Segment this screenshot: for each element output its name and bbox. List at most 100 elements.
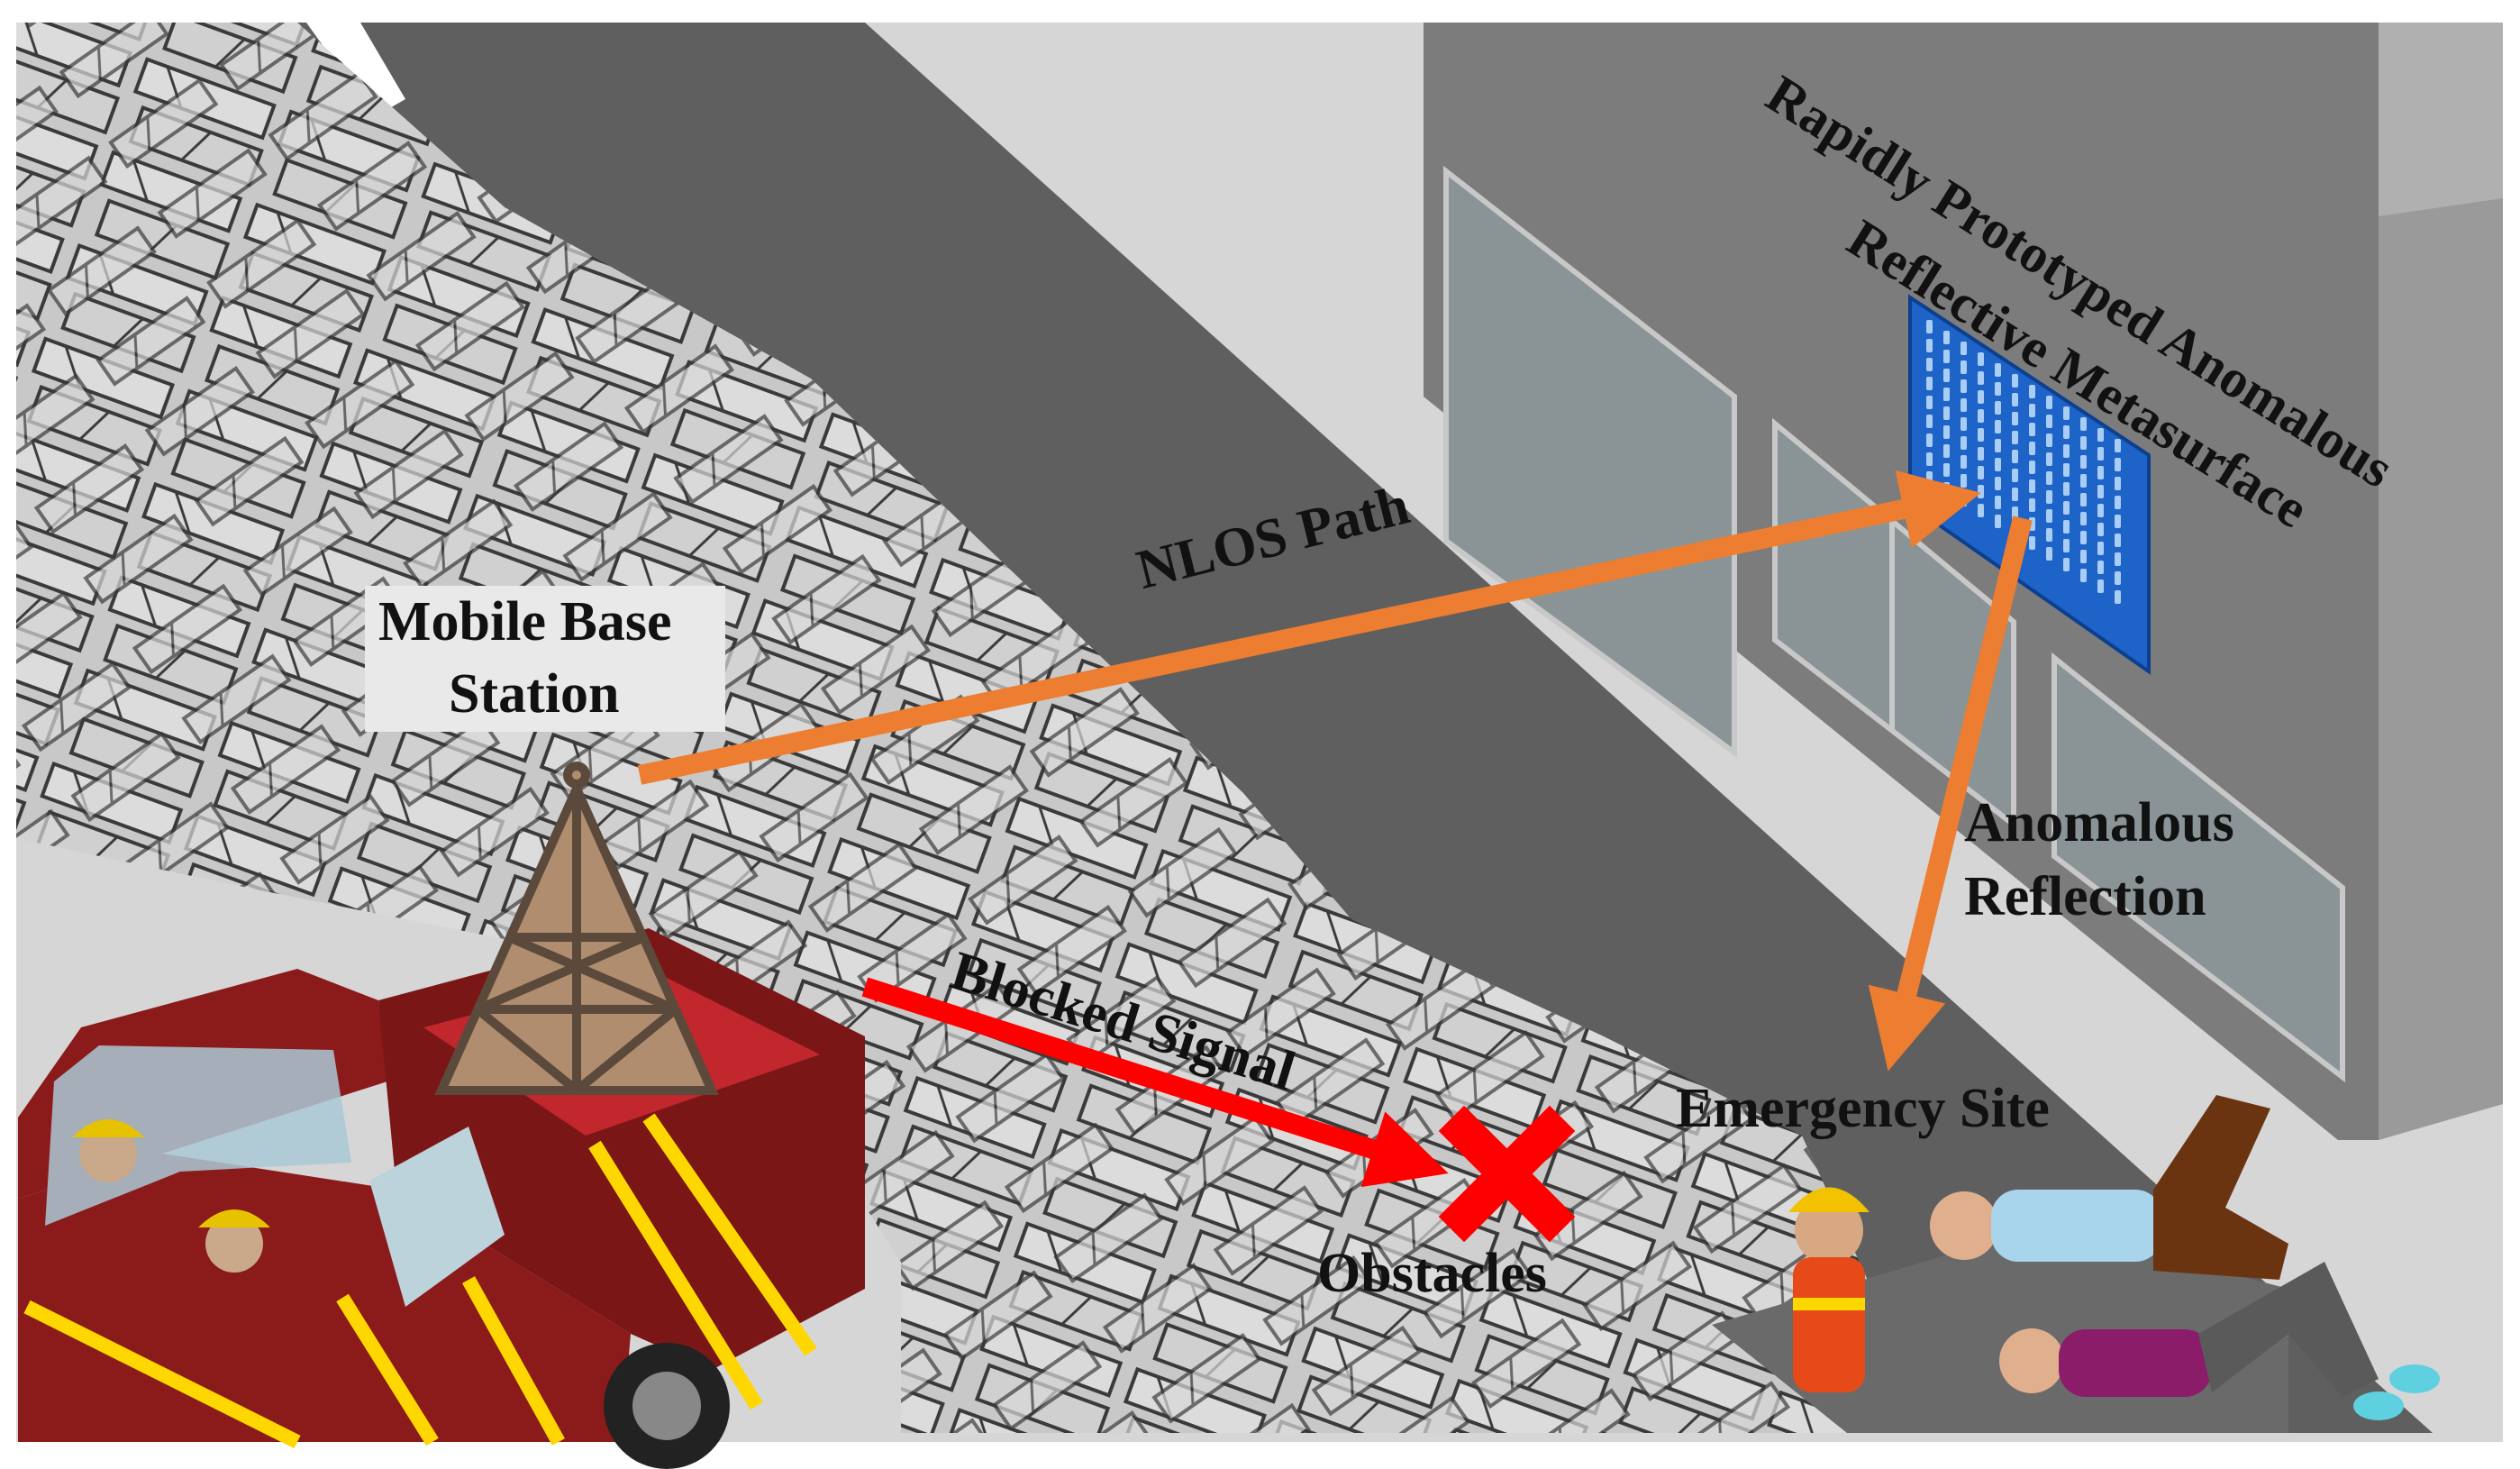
metasurface-cell: [2097, 428, 2104, 442]
metasurface-cell: [2029, 423, 2035, 436]
metasurface-cell: [2012, 450, 2018, 463]
metasurface-cell: [2097, 466, 2104, 479]
window-left: [1443, 165, 1737, 758]
metasurface-cell: [2046, 452, 2052, 466]
metasurface-cell: [1926, 396, 1933, 409]
building-corner: [2379, 198, 2503, 1140]
metasurface-cell: [1995, 363, 2001, 377]
metasurface-cell: [2012, 488, 2018, 501]
metasurface-cell: [1943, 425, 1950, 439]
metasurface-cell: [2029, 404, 2035, 417]
anomalous-reflection-arrow: [1868, 516, 2033, 1072]
metasurface-cell: [2080, 417, 2087, 431]
metasurface-cell: [1961, 379, 1967, 393]
emergency-site-label: Emergency Site: [1676, 1078, 2050, 1139]
metasurface-cell: [2046, 415, 2052, 428]
metasurface-cell: [2029, 479, 2035, 493]
metasurface-cell: [1961, 436, 1967, 450]
metasurface-cell: [1926, 358, 1933, 371]
metasurface-cell: [2080, 455, 2087, 469]
metasurface-cell: [1978, 485, 1984, 498]
metasurface-cell: [2063, 425, 2070, 439]
metasurface-cell: [2046, 490, 2052, 504]
metasurface-cell: [1943, 463, 1950, 477]
mobile-base-station-label-line2: Station: [449, 663, 620, 725]
metasurface-cell: [1961, 398, 1967, 412]
metasurface-cell: [2029, 498, 2035, 512]
metasurface-cell: [2029, 536, 2035, 550]
metasurface-cell: [2115, 552, 2121, 566]
truck-windshield: [45, 1045, 351, 1226]
metasurface-cell: [2012, 469, 2018, 482]
metasurface-cell: [2115, 496, 2121, 509]
metasurface-cell: [2097, 523, 2104, 536]
metasurface-cell: [2046, 433, 2052, 447]
metasurface-cell: [2097, 542, 2104, 555]
metasurface-cell: [1978, 390, 1984, 404]
metasurface-cell: [1961, 342, 1967, 355]
metasurface-cell: [1995, 515, 2001, 528]
metasurface-cell: [1943, 331, 1950, 344]
metasurface-cell: [1961, 360, 1967, 374]
metasurface-cell: [1926, 320, 1933, 333]
metasurface-cell: [2115, 534, 2121, 547]
anomalous-reflection-label-line2: Reflection: [1964, 866, 2206, 927]
metasurface-cell: [2097, 485, 2104, 498]
metasurface-cell: [2063, 463, 2070, 477]
truck-stripes: [23, 1113, 817, 1449]
metasurface-cell: [2115, 590, 2121, 604]
metasurface-cell: [2063, 539, 2070, 552]
metasurface-cell: [2080, 493, 2087, 506]
metasurface-cell: [1978, 428, 1984, 442]
metasurface-cell: [2012, 431, 2018, 444]
metasurface-cell: [1961, 455, 1967, 469]
metasurface-cell: [1995, 477, 2001, 490]
mobile-base-station-label-box: [365, 586, 725, 732]
metasurface-cell: [1978, 447, 1984, 461]
metasurface-cell: [2063, 482, 2070, 496]
metasurface-cell: [2097, 447, 2104, 461]
emergency-victims: [1712, 1095, 2440, 1433]
metasurface-cell: [2046, 528, 2052, 542]
metasurface-cell: [2080, 531, 2087, 544]
metasurface-cell: [1995, 439, 2001, 452]
metasurface-cell: [2063, 406, 2070, 420]
blocked-signal-arrow: [861, 977, 1449, 1188]
metasurface-cell: [1926, 433, 1933, 447]
metasurface-unit-cells: [1926, 320, 2121, 604]
metasurface-cell: [1943, 369, 1950, 382]
metasurface-cell: [2063, 501, 2070, 515]
metasurface-cell: [2012, 412, 2018, 425]
metasurface-cell: [1943, 444, 1950, 458]
obstacles-label: Obstacles: [1317, 1243, 1547, 1304]
metasurface-cell: [2080, 550, 2087, 563]
metasurface-cell: [2115, 571, 2121, 585]
metasurface-cell: [1995, 382, 2001, 396]
metasurface-cell: [2115, 458, 2121, 471]
metasurface-cell: [2012, 393, 2018, 406]
metasurface-cell: [2115, 515, 2121, 528]
metasurface-cell: [1943, 350, 1950, 363]
metasurface-cell: [1926, 471, 1933, 485]
metasurface-cell: [1926, 377, 1933, 390]
metasurface-cell: [2046, 471, 2052, 485]
metasurface-cell: [2080, 569, 2087, 582]
metasurface-cell: [1961, 493, 1967, 506]
metasurface-cell: [2029, 461, 2035, 474]
metasurface-cell: [2046, 509, 2052, 523]
blocked-x-icon: [1438, 1105, 1576, 1243]
nlos-path-arrow: [637, 470, 1981, 785]
anomalous-reflection-label: Anomalous: [1964, 792, 2234, 853]
metasurface-cell: [2080, 512, 2087, 525]
metasurface-cell: [2029, 385, 2035, 398]
metasurface-cell: [1943, 388, 1950, 401]
metasurface-cell: [1978, 504, 1984, 517]
metasurface-cell: [2063, 444, 2070, 458]
metasurface-cell: [1995, 420, 2001, 433]
metasurface-cell: [1961, 417, 1967, 431]
metasurface-cell: [2115, 477, 2121, 490]
metasurface-cell: [2012, 374, 2018, 388]
metasurface-cell: [2097, 579, 2104, 593]
